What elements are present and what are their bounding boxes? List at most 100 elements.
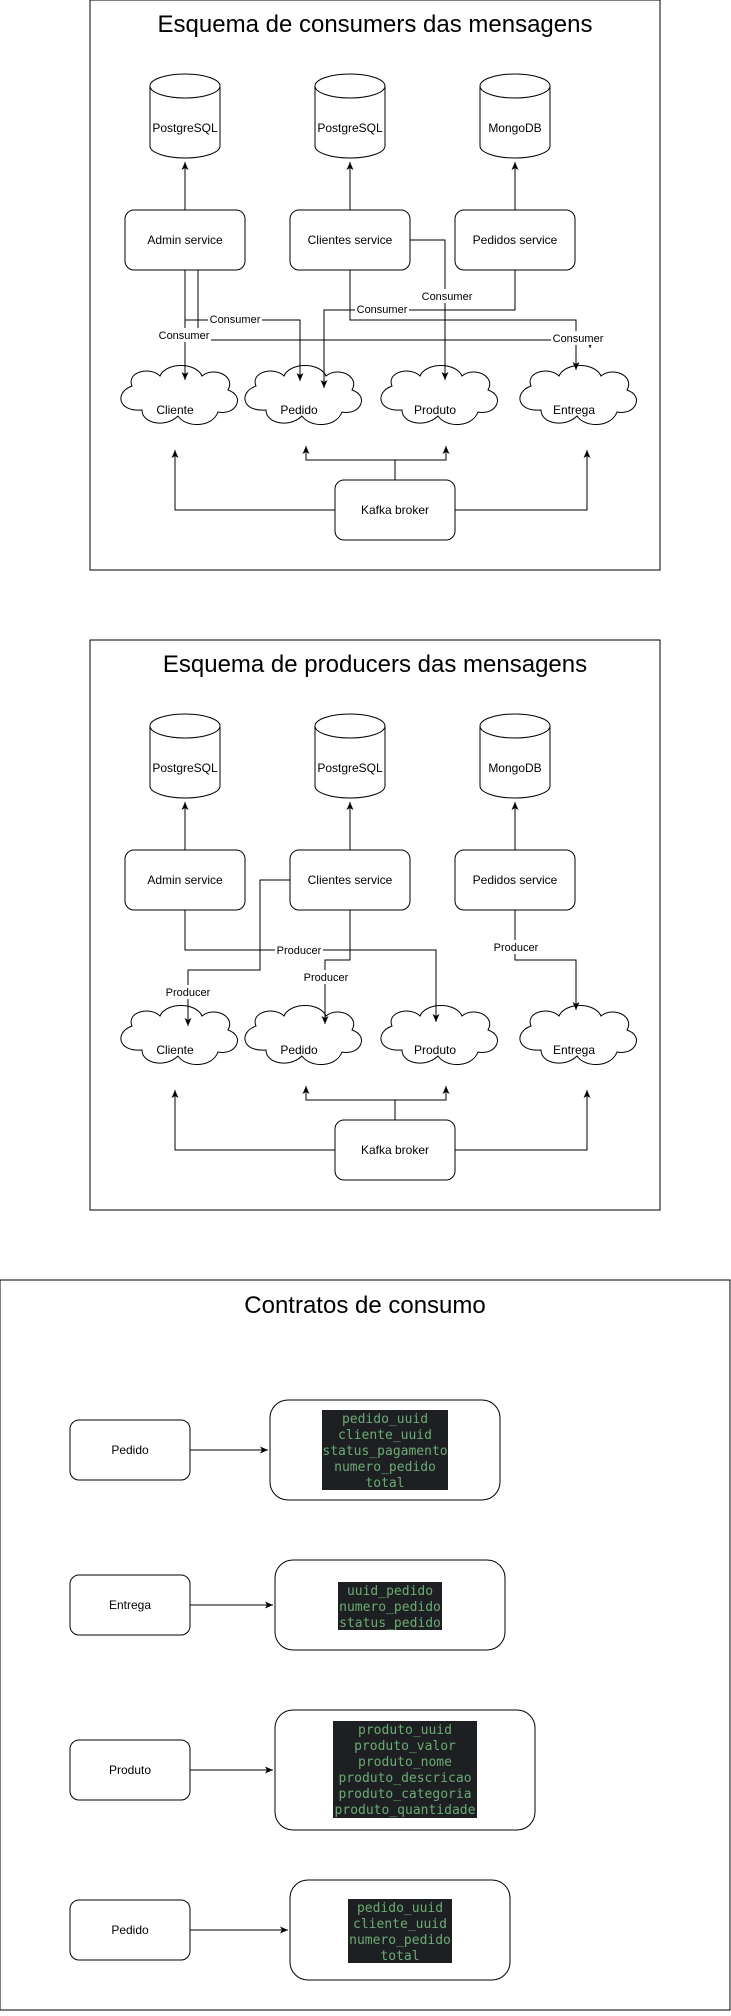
contract-field: cliente_uuid bbox=[338, 1428, 432, 1443]
db-cylinder-admin: PostgreSQL bbox=[149, 713, 221, 799]
contract-row-entrega: Entrega uuid_pedido numero_pedido status… bbox=[69, 1559, 506, 1651]
service-label: Clientes service bbox=[308, 873, 393, 887]
service-label: Admin service bbox=[147, 233, 223, 247]
broker-label: Kafka broker bbox=[361, 1143, 429, 1157]
contract-field: total bbox=[380, 1949, 419, 1964]
producers-title: Esquema de producers das mensagens bbox=[163, 651, 587, 678]
svg-text:Consumer: Consumer bbox=[553, 333, 604, 345]
svg-text:Consumer: Consumer bbox=[422, 291, 473, 303]
topic-label: Produto bbox=[414, 403, 456, 417]
edge-label-producer: Producer bbox=[275, 943, 323, 957]
contract-source-label: Pedido bbox=[111, 1923, 149, 1937]
db-cylinder-admin: PostgreSQL bbox=[149, 73, 221, 159]
consumer-edge-pedidos-pedido bbox=[320, 270, 516, 388]
svg-text:Producer: Producer bbox=[304, 972, 349, 984]
kafka-broker-box: Kafka broker bbox=[334, 1119, 456, 1181]
contract-field: produto_categoria bbox=[338, 1787, 471, 1802]
service-label: Admin service bbox=[147, 873, 223, 887]
db-label: PostgreSQL bbox=[152, 761, 218, 775]
topic-cloud-entrega: Entrega bbox=[519, 1005, 637, 1065]
arrow-broker-to-cliente bbox=[171, 450, 335, 511]
edge-label-consumer: Consumer bbox=[420, 289, 474, 303]
topic-cloud-cliente: Cliente bbox=[120, 1005, 238, 1065]
contract-field: uuid_pedido bbox=[347, 1584, 433, 1599]
code-block bbox=[333, 1721, 477, 1818]
code-block bbox=[348, 1899, 452, 1963]
arrow-broker-to-cliente bbox=[171, 1090, 335, 1151]
contract-field: numero_pedido bbox=[334, 1460, 436, 1475]
edge-label-consumer: Consumer bbox=[355, 302, 409, 316]
topic-label: Pedido bbox=[280, 403, 318, 417]
arrow-broker-to-produto bbox=[395, 446, 450, 461]
svg-text:Producer: Producer bbox=[494, 942, 539, 954]
service-label: Pedidos service bbox=[473, 233, 558, 247]
db-label: PostgreSQL bbox=[317, 761, 383, 775]
code-block bbox=[322, 1410, 448, 1490]
arrow-broker-to-entrega bbox=[455, 1090, 591, 1151]
topic-cloud-produto: Produto bbox=[380, 365, 498, 425]
producer-edge-clientes-pedido bbox=[321, 910, 351, 1024]
service-box-clientes: Clientes service bbox=[289, 209, 411, 271]
db-cylinder-clientes: PostgreSQL bbox=[314, 713, 386, 799]
svg-text:Consumer: Consumer bbox=[159, 330, 210, 342]
topic-label: Entrega bbox=[553, 403, 595, 417]
db-cylinder-clientes: PostgreSQL bbox=[314, 73, 386, 159]
contract-field: numero_pedido bbox=[349, 1933, 451, 1948]
svg-text:Producer: Producer bbox=[277, 945, 322, 957]
arrow-broker-to-entrega bbox=[455, 450, 591, 511]
contract-field: status_pedido bbox=[339, 1616, 441, 1631]
contract-field: cliente_uuid bbox=[353, 1917, 447, 1932]
producers-diagram: Esquema de producers das mensagens Postg… bbox=[89, 639, 661, 1211]
service-box-admin: Admin service bbox=[124, 209, 246, 271]
service-box-clientes: Clientes service bbox=[289, 849, 411, 911]
arrow-broker-to-pedido bbox=[302, 1086, 395, 1101]
contract-field: pedido_uuid bbox=[342, 1412, 428, 1427]
topic-label: Cliente bbox=[156, 403, 194, 417]
topic-cloud-entrega: Entrega bbox=[519, 365, 637, 425]
db-label: PostgreSQL bbox=[152, 121, 218, 135]
service-box-pedidos: Pedidos service bbox=[454, 209, 576, 271]
producer-edge-pedidos-entrega bbox=[514, 910, 580, 1010]
contract-field: produto_valor bbox=[354, 1739, 456, 1754]
contract-source-label: Entrega bbox=[109, 1598, 151, 1612]
contract-row-pedido-2: Pedido pedido_uuid cliente_uuid numero_p… bbox=[69, 1879, 511, 1981]
db-label: PostgreSQL bbox=[317, 121, 383, 135]
service-box-pedidos: Pedidos service bbox=[454, 849, 576, 911]
topic-label: Pedido bbox=[280, 1043, 318, 1057]
contracts-section: Contratos de consumo Pedido pedido_uuid … bbox=[0, 1279, 731, 2011]
contract-field: pedido_uuid bbox=[357, 1901, 443, 1916]
code-block bbox=[338, 1582, 442, 1630]
edge-label-consumer: Consumer bbox=[208, 312, 262, 326]
topic-label: Produto bbox=[414, 1043, 456, 1057]
edge-label-producer: Producer bbox=[302, 970, 350, 984]
topic-cloud-produto: Produto bbox=[380, 1005, 498, 1065]
topic-label: Entrega bbox=[553, 1043, 595, 1057]
contract-field: status_pagamento bbox=[322, 1444, 447, 1459]
contract-field: numero_pedido bbox=[339, 1600, 441, 1615]
contract-field: produto_uuid bbox=[358, 1723, 452, 1738]
edge-label-consumer: Consumer bbox=[551, 331, 605, 345]
topic-cloud-pedido: Pedido bbox=[244, 1005, 362, 1065]
contract-field: produto_descricao bbox=[338, 1771, 471, 1786]
contract-field: produto_nome bbox=[358, 1755, 452, 1770]
service-label: Clientes service bbox=[308, 233, 393, 247]
edge-label-producer: Producer bbox=[492, 940, 540, 954]
arrow-broker-to-pedido bbox=[302, 446, 395, 461]
topic-cloud-cliente: Cliente bbox=[120, 365, 238, 425]
service-box-admin: Admin service bbox=[124, 849, 246, 911]
topic-cloud-pedido: Pedido bbox=[244, 365, 362, 425]
topic-label: Cliente bbox=[156, 1043, 194, 1057]
broker-label: Kafka broker bbox=[361, 503, 429, 517]
db-cylinder-pedidos: MongoDB bbox=[479, 713, 551, 799]
contract-source-label: Pedido bbox=[111, 1443, 149, 1457]
consumer-edge-clientes-produto bbox=[410, 239, 449, 380]
svg-text:Consumer: Consumer bbox=[210, 314, 261, 326]
db-label: MongoDB bbox=[488, 761, 541, 775]
contract-field: total bbox=[365, 1476, 404, 1491]
contracts-title: Contratos de consumo bbox=[244, 1292, 485, 1319]
edge-label-consumer: Consumer bbox=[157, 328, 211, 342]
edge-label-producer: Producer bbox=[164, 985, 212, 999]
svg-text:Consumer: Consumer bbox=[357, 304, 408, 316]
contract-row-pedido: Pedido pedido_uuid cliente_uuid status_p… bbox=[69, 1399, 501, 1501]
db-cylinder-pedidos: MongoDB bbox=[479, 73, 551, 159]
